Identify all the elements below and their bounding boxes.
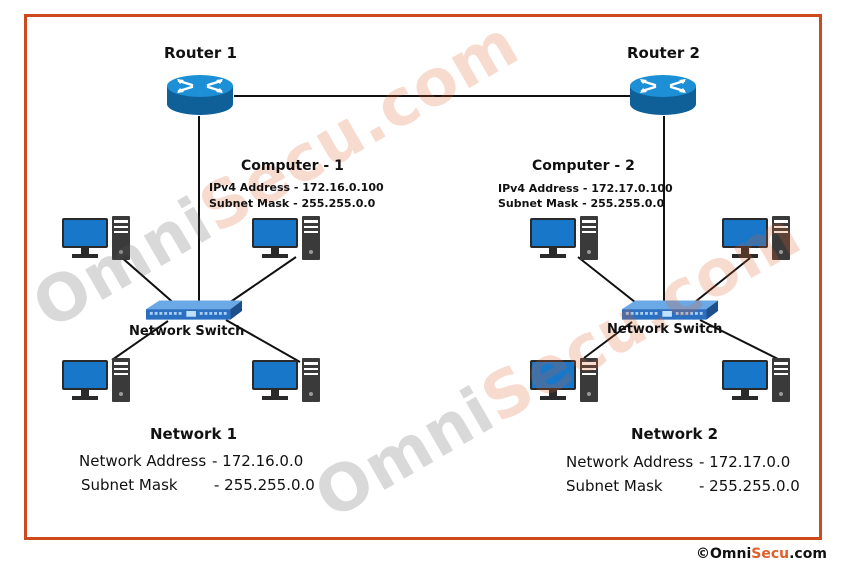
router-1-label: Router 1	[164, 44, 237, 62]
computer-1-title: Computer - 1	[241, 158, 344, 174]
credit-secu: Secu	[751, 546, 790, 562]
network-2-address-label: Network Address	[566, 453, 694, 471]
pc2d-switch2-link	[699, 319, 781, 361]
pc1c-switch1-link	[111, 320, 169, 361]
network-1-title: Network 1	[150, 425, 238, 443]
network-2-mask-value: - 255.255.0.0	[699, 477, 800, 495]
credit-dotcom: .com	[789, 546, 827, 562]
computer-icon	[252, 358, 320, 402]
network-1-address-label: Network Address	[79, 452, 207, 470]
network-2-address-value: - 172.17.0.0	[699, 453, 791, 471]
credit-omni: Omni	[710, 546, 752, 562]
computer-2-mask: Subnet Mask - 255.255.0.0	[498, 197, 665, 210]
pc2c-switch2-link	[583, 321, 633, 359]
network-2-mask-label: Subnet Mask	[566, 477, 663, 495]
switch-2-label: Network Switch	[607, 322, 723, 337]
router-icon	[165, 73, 235, 116]
router-2-label: Router 2	[627, 44, 700, 62]
computer-icon	[722, 358, 790, 402]
computer-icon	[62, 358, 130, 402]
network-1-mask-value: - 255.255.0.0	[214, 476, 315, 494]
router-icon	[628, 73, 698, 116]
pc2a-switch2-link	[577, 256, 641, 307]
computer-1-ipv4: IPv4 Address - 172.16.0.100	[209, 181, 384, 194]
network-1-address-value: - 172.16.0.0	[212, 452, 304, 470]
diagram-frame	[24, 14, 822, 540]
network-1-mask-label: Subnet Mask	[81, 476, 178, 494]
switch-1-label: Network Switch	[129, 324, 245, 339]
pc1b-switch1-link	[225, 256, 297, 306]
network-switch-icon	[146, 300, 242, 320]
computer-2-ipv4: IPv4 Address - 172.17.0.100	[498, 182, 673, 195]
computer-1-mask: Subnet Mask - 255.255.0.0	[209, 197, 376, 210]
network-2-title: Network 2	[631, 425, 719, 443]
network-links	[111, 95, 781, 363]
copyright-symbol: ©	[696, 546, 710, 562]
computer-icon	[530, 216, 598, 260]
site-credit: ©OmniSecu.com	[696, 546, 827, 562]
computer-2-title: Computer - 2	[532, 158, 635, 174]
pc2b-switch2-link	[689, 257, 751, 307]
pc1d-switch1-link	[225, 319, 301, 363]
pc1a-switch1-link	[119, 255, 177, 306]
